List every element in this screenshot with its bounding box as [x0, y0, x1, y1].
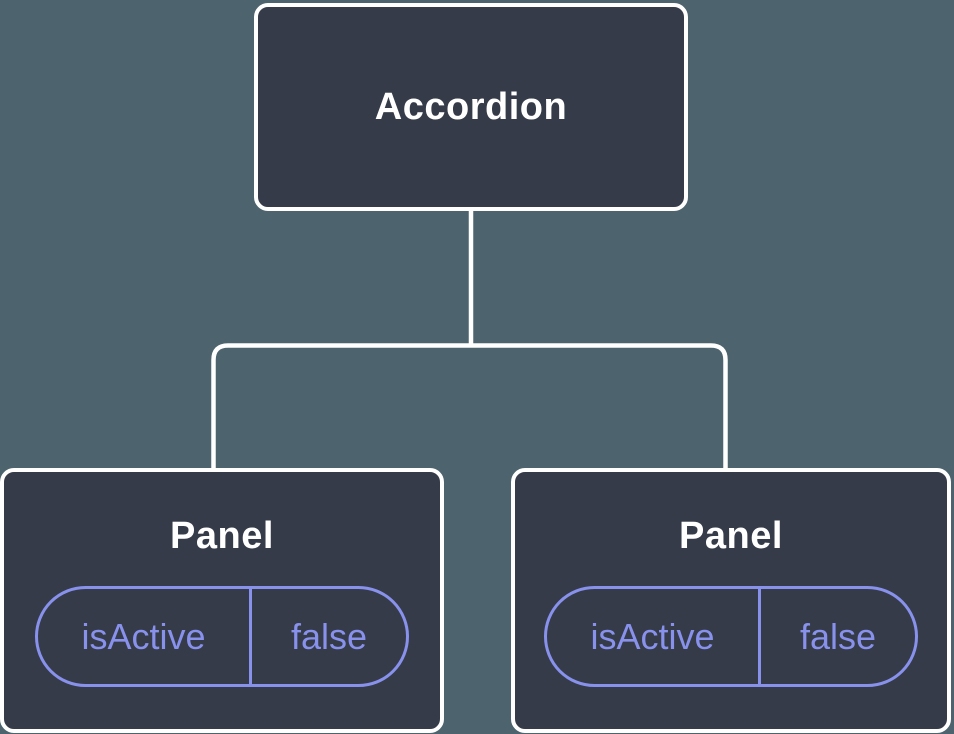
state-variable-value: false	[799, 615, 877, 657]
root-node-accordion: Accordion	[254, 3, 688, 211]
state-variable-value: false	[290, 615, 368, 657]
panel-node-label: Panel	[679, 515, 783, 557]
state-pill: isActive false	[35, 586, 409, 687]
state-variable-name: isActive	[547, 589, 761, 684]
connector-bracket	[211, 343, 728, 469]
panel-node-label: Panel	[170, 515, 274, 557]
root-node-label: Accordion	[374, 85, 568, 128]
state-pill: isActive false	[544, 586, 918, 687]
state-variable-name: isActive	[38, 589, 252, 684]
child-node-panel-2: Panel isActive false	[511, 468, 951, 733]
child-node-panel-1: Panel isActive false	[0, 468, 444, 733]
